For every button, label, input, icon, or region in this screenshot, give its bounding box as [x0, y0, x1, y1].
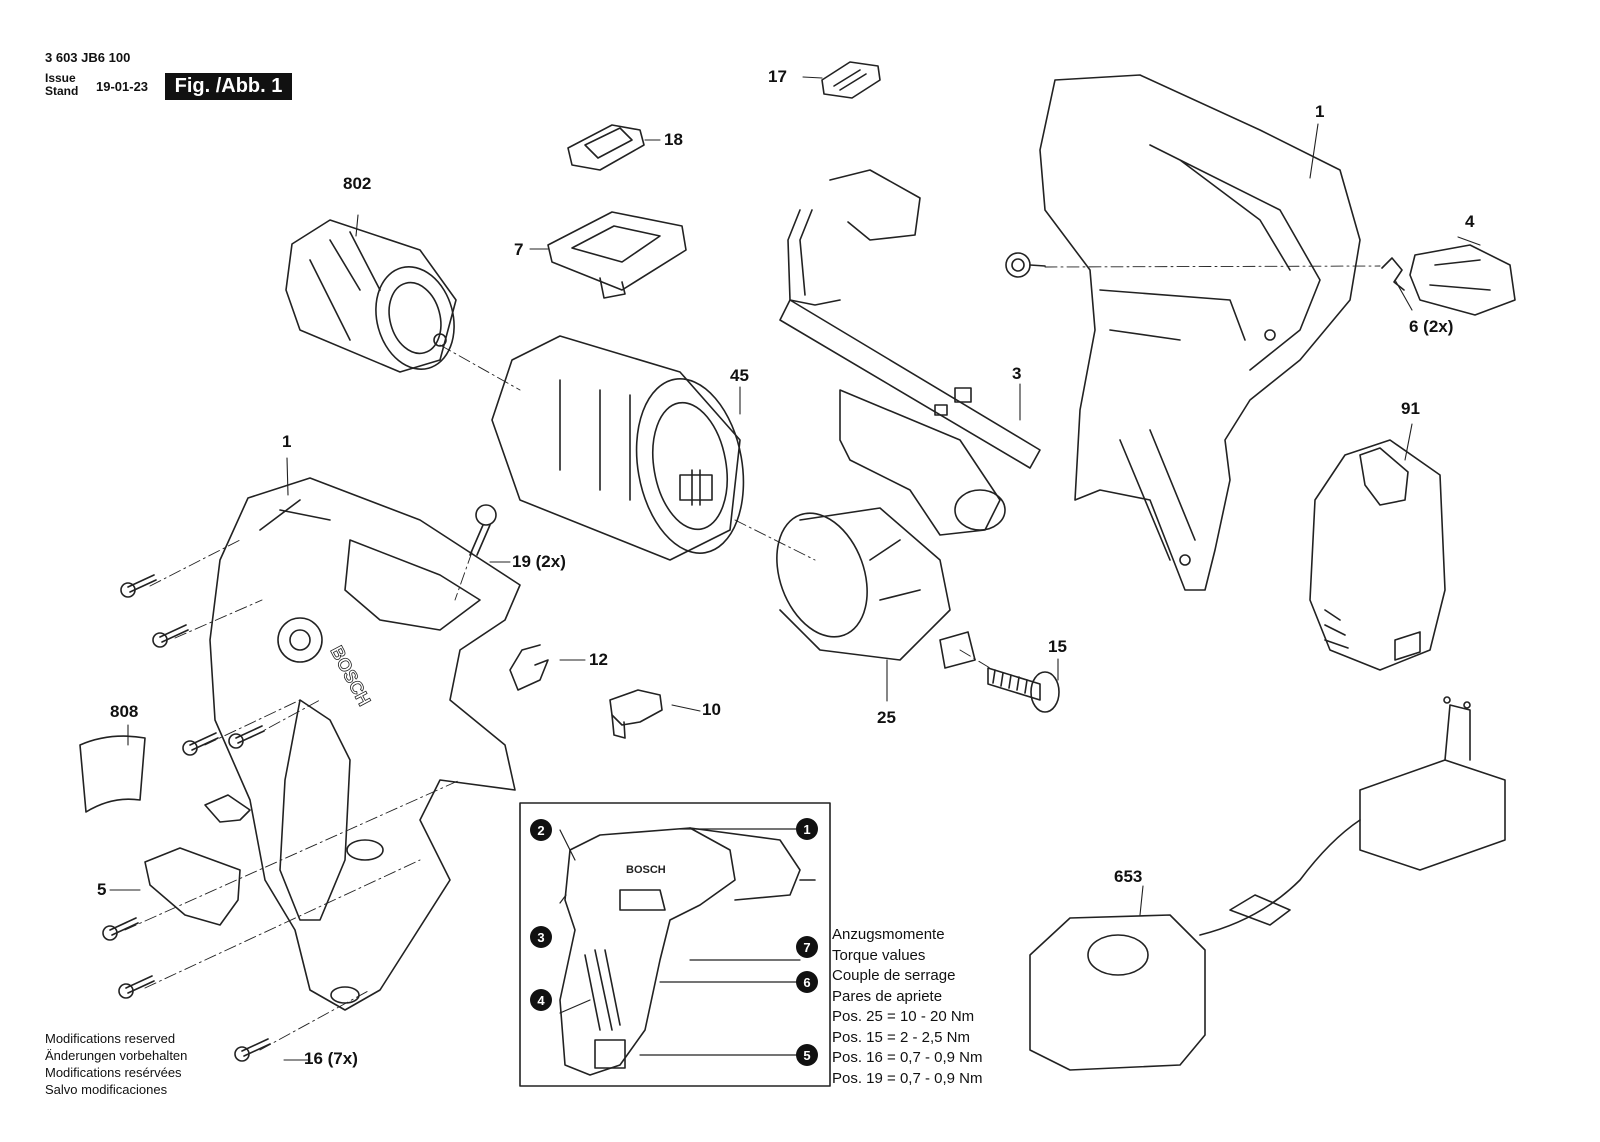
- part-label-6: 6 (2x): [1409, 317, 1454, 336]
- part-label-808: 808: [110, 702, 139, 721]
- part-6-spring: [1381, 257, 1405, 291]
- part-808-label: [79, 735, 146, 813]
- modifications-note: Modifications reserved Änderungen vorbeh…: [45, 1030, 187, 1098]
- part-91-battery: [1309, 439, 1446, 671]
- part-label-1-left: 1: [282, 432, 292, 451]
- part-label-45: 45: [730, 366, 749, 385]
- inset-callout-5: 5: [803, 1048, 810, 1063]
- part-4-cap: [1409, 244, 1516, 316]
- part-label-19: 19 (2x): [512, 552, 566, 571]
- torque-pos-15: Pos. 15 = 2 - 2,5 Nm: [832, 1028, 970, 1046]
- part-45-gearbox: [491, 335, 745, 561]
- part-label-18: 18: [664, 130, 683, 149]
- document-number: 3 603 JB6 100: [45, 50, 131, 65]
- issue-label-en: Issue: [45, 71, 76, 85]
- part-label-653: 653: [1114, 867, 1143, 886]
- inset-callout-circles: [530, 818, 818, 1066]
- inset-callout-6: 6: [803, 975, 810, 990]
- part-label-16: 16 (7x): [304, 1049, 358, 1068]
- issue-label: Issue Stand: [45, 72, 78, 98]
- part-label-7: 7: [514, 240, 524, 259]
- part-7-slider: [547, 211, 687, 299]
- inset-callout-4: 4: [537, 993, 545, 1008]
- inset-bosch-logo: BOSCH: [626, 864, 666, 876]
- figure-label: Fig. /Abb. 1: [165, 73, 292, 100]
- torque-values-block: Anzugsmomente Torque values Couple de se…: [832, 925, 983, 1089]
- part-1-housing-right: [1039, 74, 1361, 591]
- part-label-15: 15: [1048, 637, 1067, 656]
- part-10-knob: [609, 689, 663, 739]
- part-label-3: 3: [1012, 364, 1022, 383]
- modifications-es: Salvo modificaciones: [45, 1082, 168, 1097]
- part-label-1-top: 1: [1315, 102, 1325, 121]
- part-3-switch-pcb: [779, 169, 1041, 536]
- part-label-91: 91: [1401, 399, 1420, 418]
- modifications-fr: Modifications resérvées: [45, 1065, 182, 1080]
- part-1-housing-left: [209, 477, 521, 1011]
- issue-date: 19-01-23: [96, 79, 149, 94]
- part-12-clip: [509, 644, 549, 691]
- torque-pos-19: Pos. 19 = 0,7 - 0,9 Nm: [832, 1069, 983, 1087]
- torque-heading-en: Torque values: [832, 946, 926, 964]
- part-label-5: 5: [97, 880, 107, 899]
- torque-heading-de: Anzugsmomente: [832, 926, 945, 943]
- part-802-motor: [285, 219, 457, 373]
- screws: [102, 504, 497, 1062]
- leader-lines: [109, 76, 1481, 1061]
- part-label-25: 25: [877, 708, 896, 727]
- torque-pos-25: Pos. 25 = 10 - 20 Nm: [832, 1008, 975, 1025]
- inset-callout-leaders: [559, 828, 801, 1056]
- torque-heading-es: Pares de apriete: [832, 987, 943, 1005]
- torque-heading-fr: Couple de serrage: [832, 967, 956, 984]
- torque-inset-box: [519, 802, 831, 1087]
- part-label-10: 10: [702, 700, 721, 719]
- part-18-cover: [567, 124, 645, 171]
- torque-pos-16: Pos. 16 = 0,7 - 0,9 Nm: [832, 1049, 983, 1066]
- modifications-de: Änderungen vorbehalten: [45, 1048, 188, 1063]
- issue-label-de: Stand: [45, 84, 79, 98]
- part-label-802: 802: [343, 174, 372, 193]
- part-17-clip: [821, 61, 881, 99]
- assembly-axis-lines: [124, 265, 1381, 1051]
- part-label-17: 17: [768, 67, 787, 86]
- inset-callout-3: 3: [537, 930, 544, 945]
- modifications-en: Modifications reserved: [45, 1031, 176, 1046]
- part-653-charger: [1029, 696, 1506, 1071]
- part-label-12: 12: [589, 650, 608, 669]
- inset-callout-1: 1: [803, 822, 810, 837]
- inset-callout-7: 7: [803, 940, 810, 955]
- housing-bosch-logo: BOSCH: [326, 642, 374, 709]
- inset-callout-2: 2: [537, 823, 544, 838]
- part-25-chuck: [776, 507, 976, 669]
- part-5-foot: [144, 794, 251, 926]
- part-15-screw: [987, 667, 1060, 713]
- screw-head-housing: [1005, 252, 1046, 278]
- part-label-4: 4: [1465, 212, 1475, 231]
